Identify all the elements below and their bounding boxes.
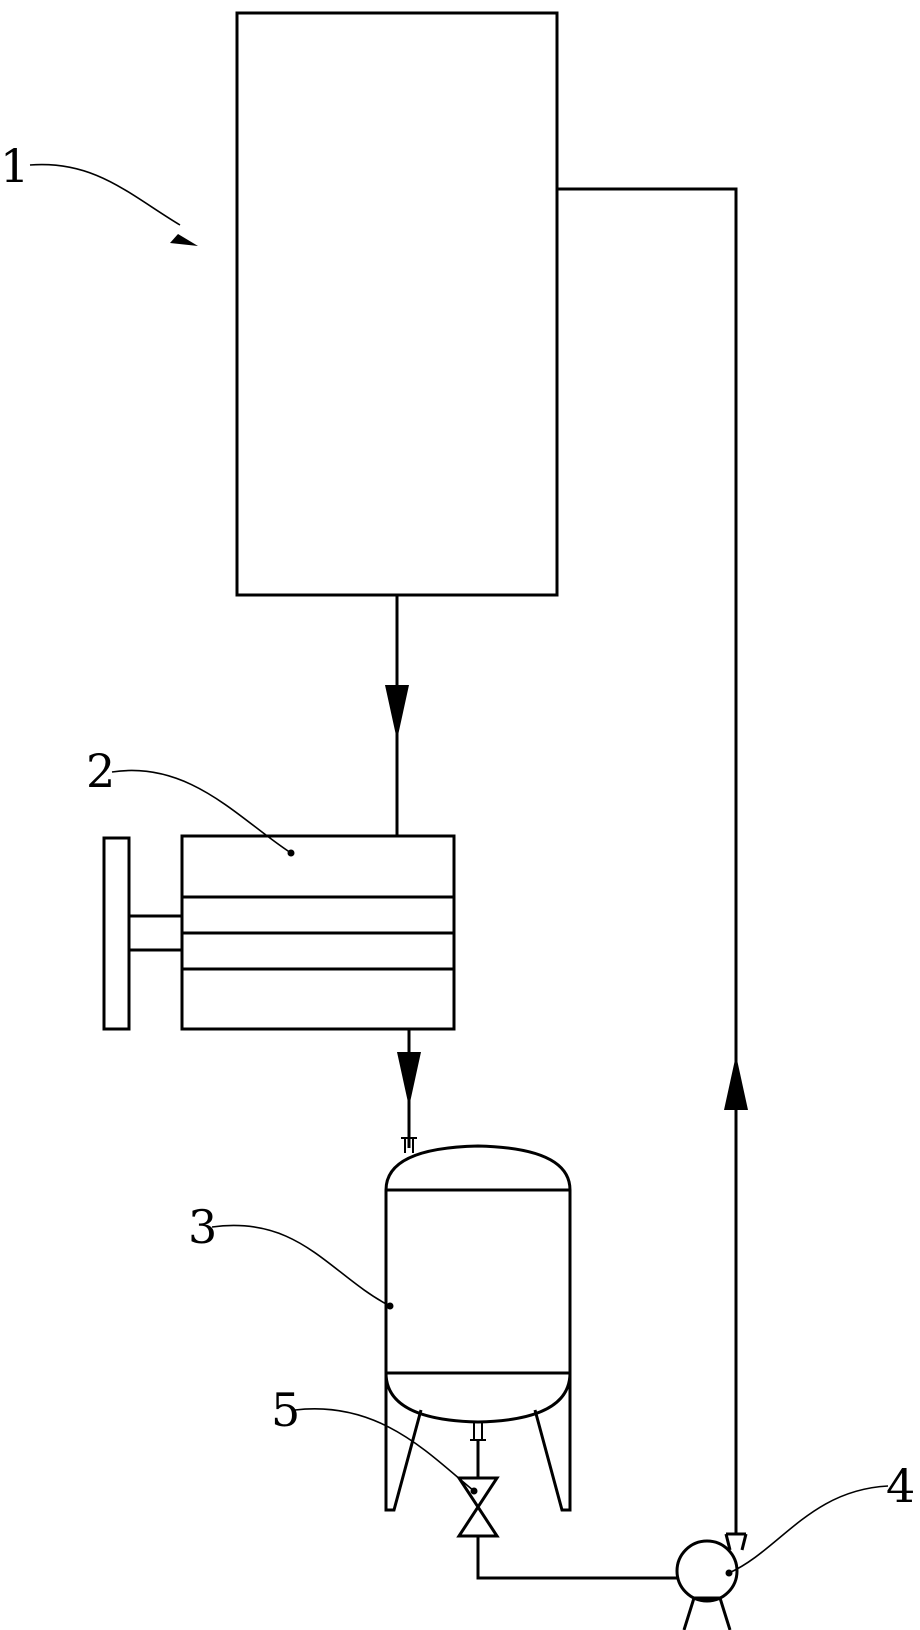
leader-line-3 bbox=[211, 1224, 391, 1307]
component-5-valve bbox=[456, 1476, 500, 1538]
label-1: 1 bbox=[0, 139, 29, 193]
label-5: 5 bbox=[271, 1383, 300, 1437]
leader-line-1 bbox=[29, 163, 181, 226]
component-2-unit bbox=[102, 834, 456, 1031]
leader-line-2 bbox=[111, 769, 292, 854]
leader-arrow-1 bbox=[170, 234, 198, 246]
flow-arrow-1-to-2 bbox=[385, 685, 409, 740]
component-4-pump bbox=[675, 1532, 748, 1630]
leader-line-4 bbox=[728, 1485, 889, 1574]
pipe-5-to-4 bbox=[476, 1536, 677, 1580]
pipe-4-to-1 bbox=[557, 187, 738, 1534]
label-4: 4 bbox=[886, 1459, 915, 1513]
leader-line-5 bbox=[294, 1408, 475, 1492]
flow-arrow-4-to-1 bbox=[724, 1055, 748, 1110]
label-2: 2 bbox=[86, 744, 115, 798]
label-3: 3 bbox=[188, 1200, 217, 1254]
flow-arrow-2-to-3 bbox=[397, 1052, 421, 1107]
component-3-tank bbox=[384, 1144, 572, 1512]
component-1-vessel bbox=[235, 11, 559, 597]
